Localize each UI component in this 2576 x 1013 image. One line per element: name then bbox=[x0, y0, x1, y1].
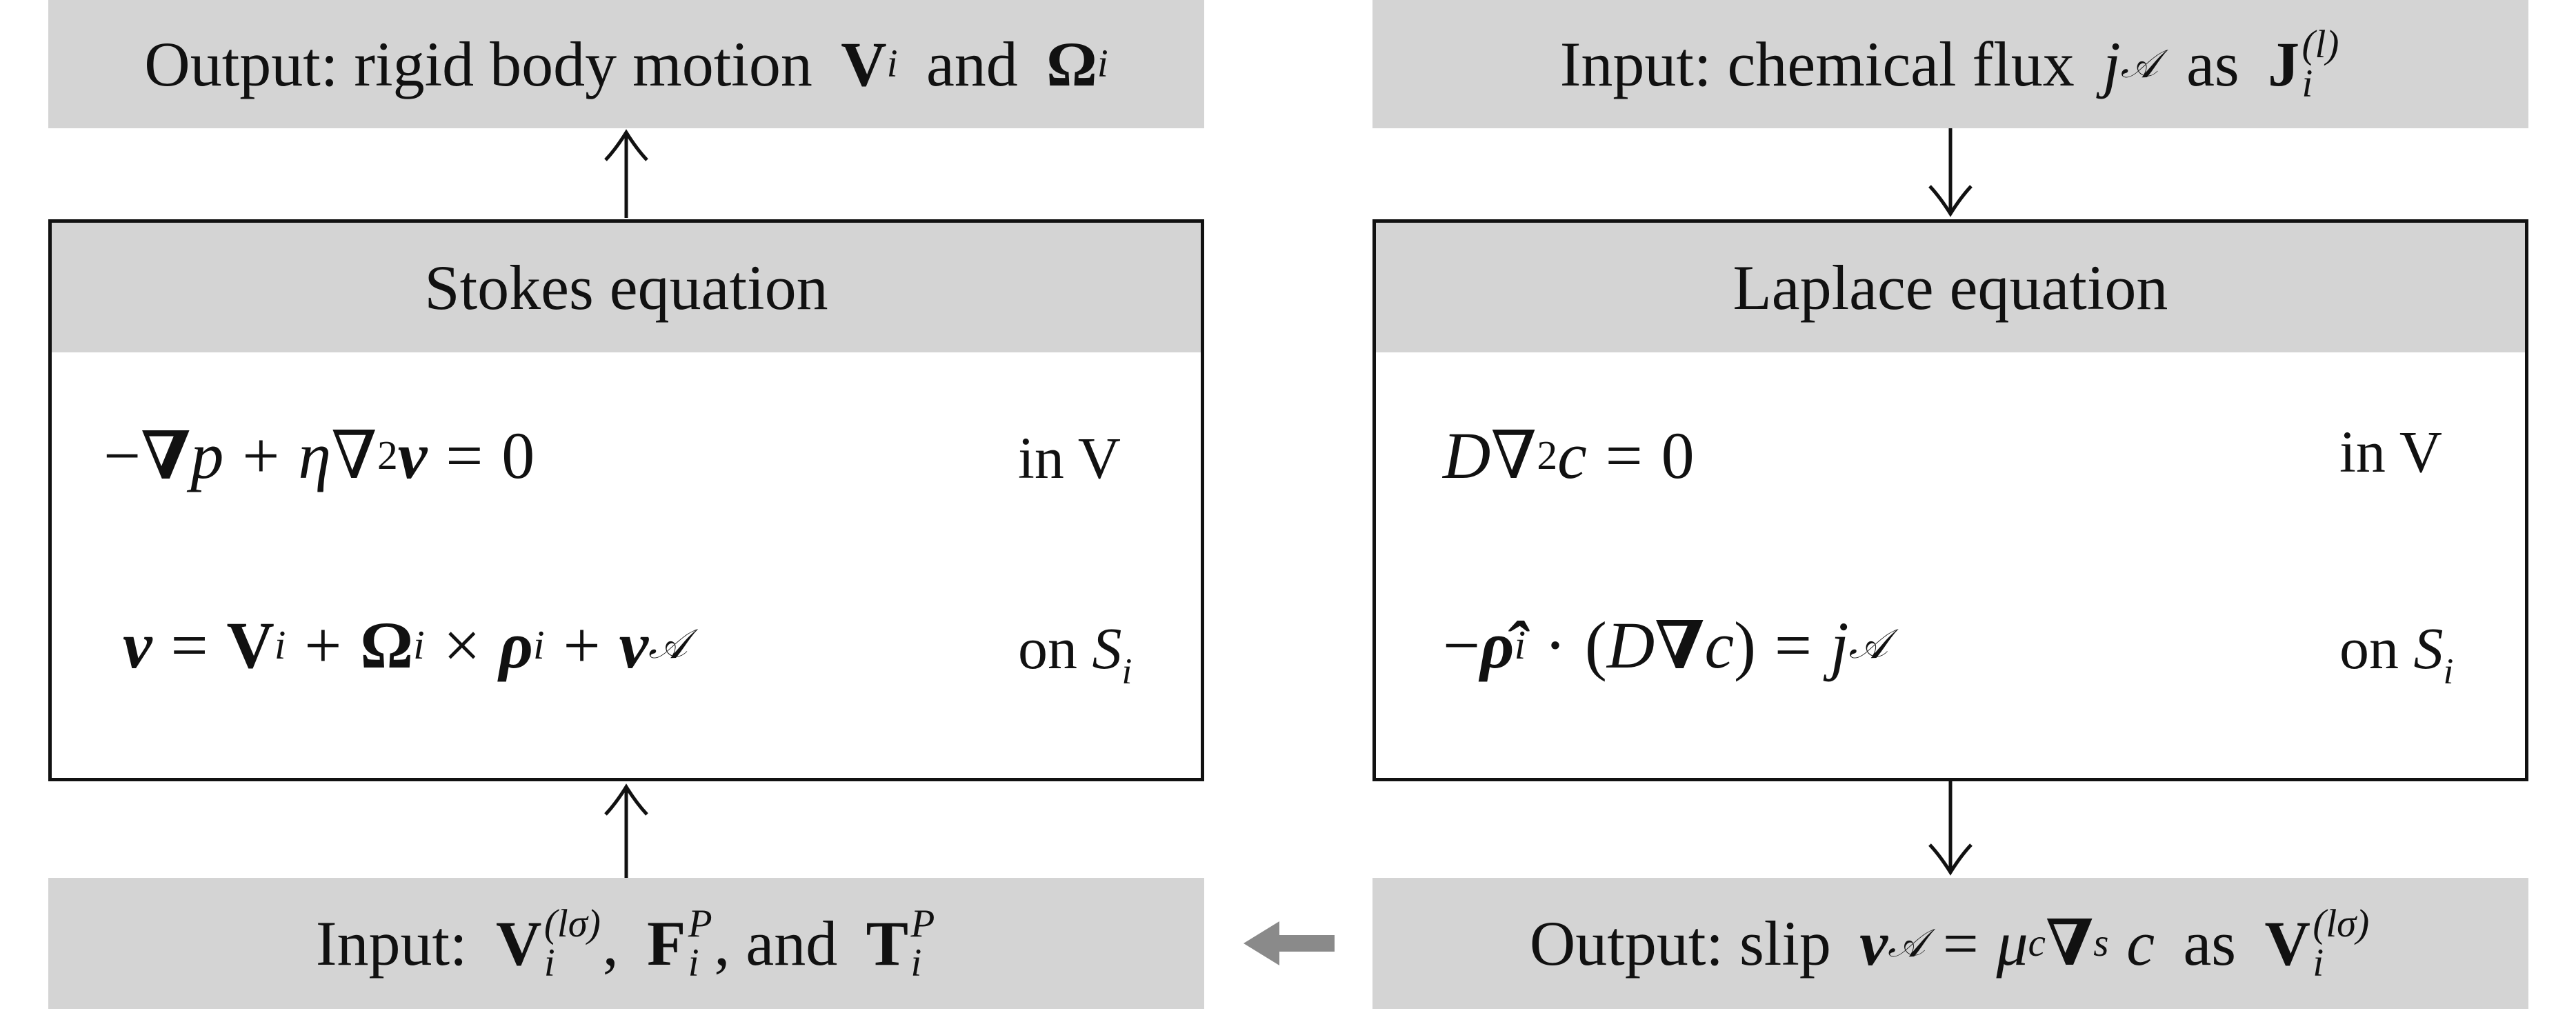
laplace-equation-panel: Laplace equation bbox=[1372, 219, 2528, 781]
laplace-equation-title: Laplace equation bbox=[1376, 223, 2525, 352]
arrow-up-to-stokes-icon bbox=[604, 783, 648, 878]
arrow-up-to-output-icon bbox=[604, 129, 648, 218]
output-rigid-body-label: Output: rigid body motion bbox=[144, 29, 812, 99]
stokes-bulk-domain-label: in V bbox=[1018, 425, 1121, 491]
arrow-down-to-laplace-icon bbox=[1928, 128, 1973, 217]
flux-vector-symbol: J bbox=[2268, 29, 2300, 99]
stokes-equation-title: Stokes equation bbox=[52, 223, 1201, 352]
feedback-arrow-icon bbox=[1244, 921, 1335, 965]
stokes-boundary-domain-label: on Si bbox=[1018, 615, 1132, 692]
angular-velocity-symbol: Ω bbox=[1046, 29, 1097, 99]
stokes-bulk-equation: − ∇ p + η ∇2 v = 0 bbox=[103, 418, 535, 493]
and-word: and bbox=[926, 29, 1018, 99]
laplace-boundary-domain-label: on Si bbox=[2339, 615, 2454, 692]
stokes-equation-panel: Stokes equation bbox=[48, 219, 1204, 781]
flux-symbol: j bbox=[2103, 29, 2121, 99]
laplace-bulk-domain-label: in V bbox=[2339, 419, 2442, 485]
input-chemical-flux-label: Input: chemical flux bbox=[1559, 29, 2075, 99]
velocity-symbol: V bbox=[841, 29, 887, 99]
laplace-bulk-equation: D ∇2 c = 0 bbox=[1443, 418, 1695, 493]
as-word: as bbox=[2186, 29, 2239, 99]
arrow-down-to-slip-output-icon bbox=[1928, 781, 1973, 876]
